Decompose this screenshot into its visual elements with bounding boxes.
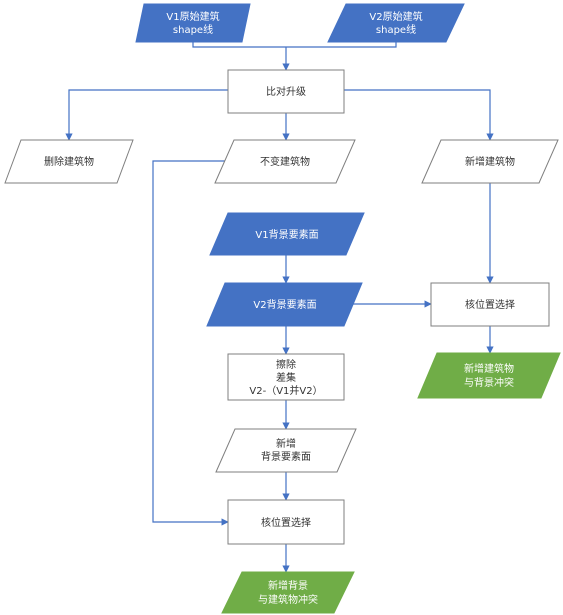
edge-v2-to-merge xyxy=(286,42,397,48)
node-erase-difference-line2: 差集 xyxy=(276,371,296,384)
node-position-check-background: 核位置选择 xyxy=(227,499,345,545)
node-v1-background-label: V1背景要素面 xyxy=(255,228,318,241)
node-new-background-line1: 新增 xyxy=(276,437,296,450)
node-position-check-buildings-label: 核位置选择 xyxy=(465,298,515,311)
node-erase-difference-line1: 擦除 xyxy=(276,358,296,371)
node-compare-upgrade: 比对升级 xyxy=(227,69,345,114)
node-new-background-line2: 背景要素面 xyxy=(261,450,311,463)
node-v2-shape: V2原始建筑 shape线 xyxy=(327,3,465,43)
node-new-background-conflict: 新增背景 与建筑物冲突 xyxy=(221,571,355,614)
node-v2-background-label: V2背景要素面 xyxy=(253,298,316,311)
node-new-buildings-conflict: 新增建筑物 与背景冲突 xyxy=(417,352,561,399)
node-deleted-buildings-label: 删除建筑物 xyxy=(44,155,94,168)
node-v1-shape-line1: V1原始建筑 xyxy=(166,10,219,23)
node-position-check-background-label: 核位置选择 xyxy=(261,516,311,529)
node-new-buildings-label: 新增建筑物 xyxy=(465,155,515,168)
connectors xyxy=(65,42,494,573)
node-compare-upgrade-label: 比对升级 xyxy=(266,85,306,98)
node-v1-background: V1背景要素面 xyxy=(209,212,365,256)
node-new-background: 新增 背景要素面 xyxy=(215,428,357,473)
node-erase-difference: 擦除 差集 V2-（V1并V2） xyxy=(227,353,345,401)
edge-v1-to-merge xyxy=(192,42,286,48)
node-deleted-buildings: 删除建筑物 xyxy=(4,139,134,184)
edge-compare-to-deleted xyxy=(65,89,228,141)
node-v1-shape: V1原始建筑 shape线 xyxy=(135,3,251,43)
node-v2-shape-line1: V2原始建筑 xyxy=(369,10,422,23)
node-new-background-conflict-line1: 新增背景 xyxy=(268,579,308,592)
node-new-buildings: 新增建筑物 xyxy=(421,139,559,184)
node-unchanged-buildings: 不变建筑物 xyxy=(214,139,356,184)
node-v2-shape-line2: shape线 xyxy=(376,23,416,36)
edge-compare-to-new xyxy=(344,89,494,141)
node-v1-shape-line2: shape线 xyxy=(173,23,213,36)
node-unchanged-buildings-label: 不变建筑物 xyxy=(260,155,310,168)
node-new-buildings-conflict-line2: 与背景冲突 xyxy=(464,376,514,389)
node-v2-background: V2背景要素面 xyxy=(206,282,363,327)
node-new-background-conflict-line2: 与建筑物冲突 xyxy=(258,593,318,606)
node-new-buildings-conflict-line1: 新增建筑物 xyxy=(464,362,514,375)
node-erase-difference-line3: V2-（V1并V2） xyxy=(249,384,322,397)
node-position-check-buildings: 核位置选择 xyxy=(430,282,550,327)
edge-unchanged-to-check xyxy=(152,160,232,526)
